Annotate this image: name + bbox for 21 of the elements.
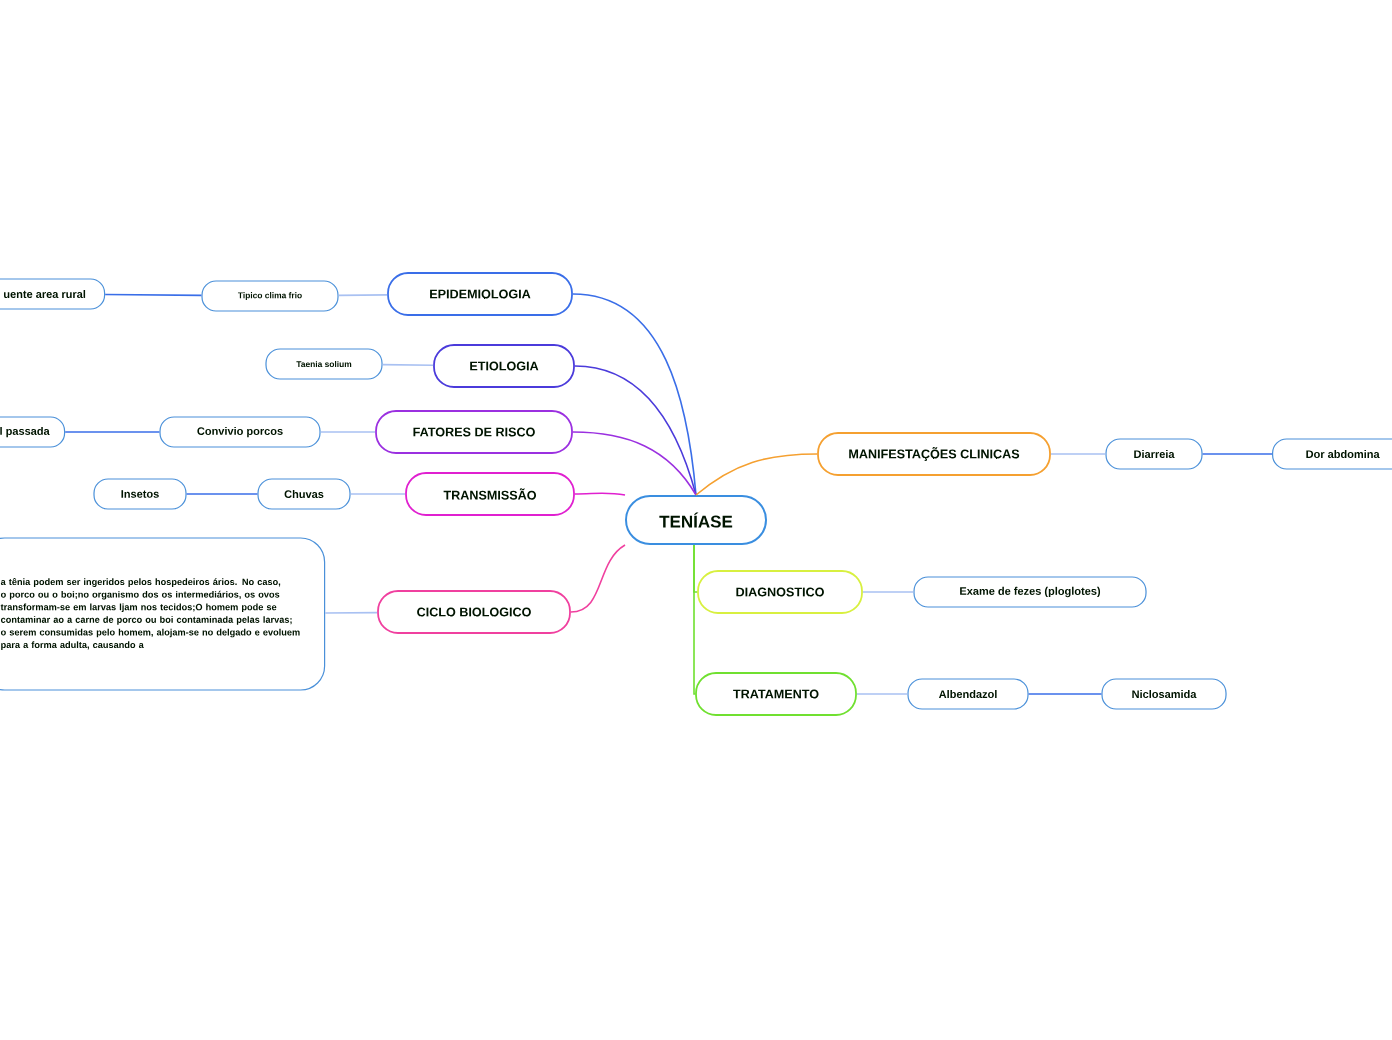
connector (324, 611, 378, 614)
connector (381, 363, 434, 367)
connector (1050, 453, 1107, 455)
connector (349, 493, 406, 495)
connector (574, 492, 626, 496)
connector (337, 294, 388, 297)
connector (64, 431, 161, 433)
connector (695, 453, 818, 496)
connector (570, 544, 626, 613)
connector (1027, 693, 1103, 695)
connector (1201, 453, 1273, 455)
connector (856, 693, 909, 695)
central-topic-box: TENÍASE (625, 495, 767, 545)
connector (185, 493, 259, 495)
connector (693, 544, 696, 695)
connector (572, 293, 697, 496)
connector (104, 293, 203, 297)
connector (572, 431, 697, 496)
connector (574, 365, 697, 496)
connector (319, 431, 376, 433)
connector (862, 591, 915, 593)
